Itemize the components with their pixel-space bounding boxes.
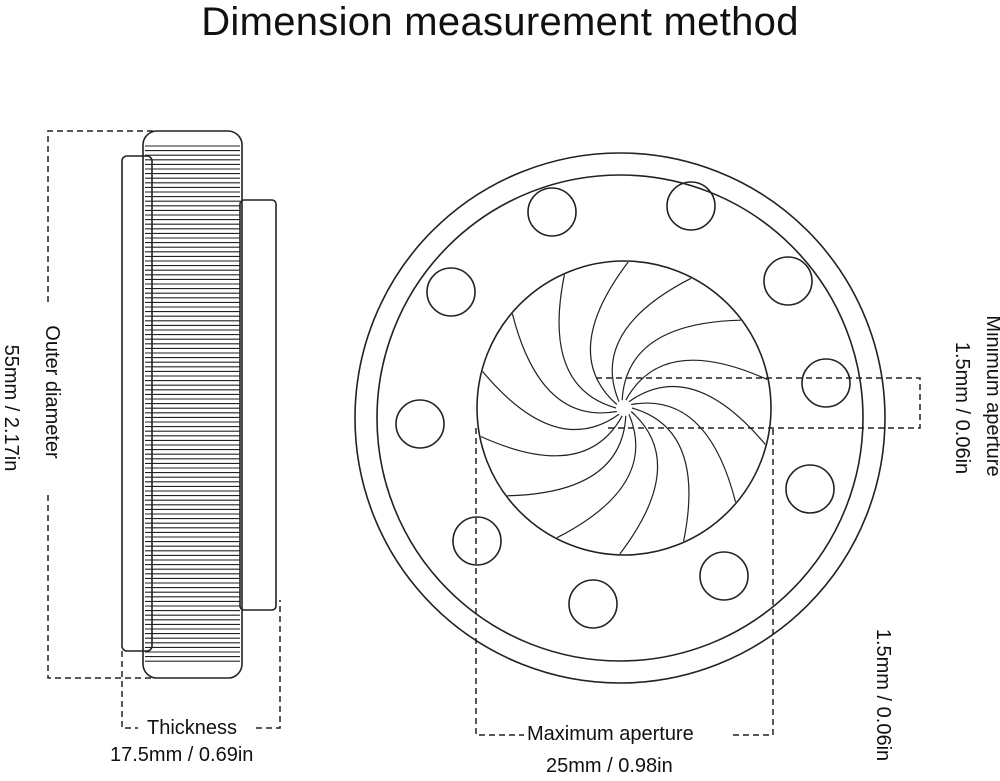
maximum-aperture-label: Maximum aperture [525, 723, 696, 745]
mounting-hole [666, 181, 716, 231]
iris-blade [628, 385, 766, 445]
iris-blade [480, 415, 623, 457]
minimum-aperture-value-lower: 1.5mm / 0.06in [872, 628, 894, 762]
iris-blade [621, 319, 741, 401]
aperture-opening [476, 260, 772, 556]
iris-blade [611, 277, 692, 402]
front-view [354, 152, 886, 684]
iris-blade [511, 313, 617, 414]
mounting-hole [699, 551, 749, 601]
knurled-ridges [145, 145, 240, 662]
side-front-flange [239, 199, 277, 611]
thickness-label: Thickness [145, 717, 240, 739]
iris-blades [480, 261, 768, 555]
outer-diameter-label: Outer diameter [41, 325, 63, 459]
mounting-hole [395, 399, 445, 449]
iris-blade [619, 411, 659, 555]
mounting-hole [527, 187, 577, 237]
iris-blade [558, 274, 617, 409]
thickness-value: 17.5mm / 0.69in [110, 744, 254, 766]
minimum-aperture-value: 1.5mm / 0.06in [951, 341, 973, 475]
mounting-holes [395, 181, 851, 629]
outer-diameter-value: 55mm / 2.17in [0, 344, 22, 472]
mounting-hole [763, 256, 813, 306]
mounting-hole [801, 358, 851, 408]
maximum-aperture-value: 25mm / 0.98in [546, 755, 673, 777]
iris-blade [631, 407, 690, 542]
iris-blade [507, 415, 627, 497]
iris-blade [625, 359, 768, 401]
iris-blade [482, 371, 620, 431]
iris-blade [589, 261, 629, 405]
inner-ring [376, 174, 864, 662]
minimum-aperture-label: Minimum aperture [982, 315, 1000, 477]
side-knurled-body [142, 130, 243, 679]
front-dimension-lines [475, 377, 921, 736]
mounting-hole [426, 267, 476, 317]
iris-blade [556, 414, 637, 539]
side-view [121, 130, 277, 679]
iris-blade [631, 402, 737, 503]
side-dimension-lines [47, 130, 281, 729]
outer-ring [354, 152, 886, 684]
page-title: Dimension measurement method [201, 0, 799, 44]
mounting-hole [785, 464, 835, 514]
mounting-hole [452, 516, 502, 566]
mounting-hole [568, 579, 618, 629]
